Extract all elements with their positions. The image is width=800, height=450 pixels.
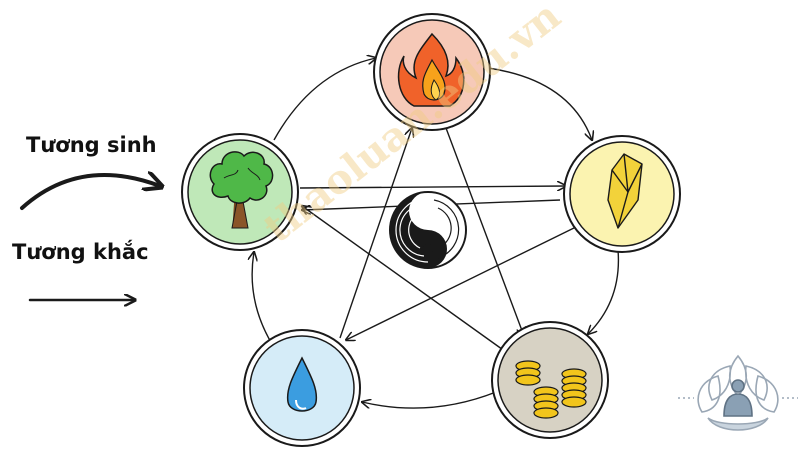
arc-earth-to-water bbox=[362, 391, 497, 408]
buddha-lotus-logo-icon bbox=[678, 354, 798, 431]
arc-metal-to-earth bbox=[588, 249, 620, 334]
generating-legend-arrow bbox=[20, 175, 160, 210]
line-earth-to-wood bbox=[302, 206, 507, 353]
line-fire-to-earth bbox=[445, 127, 524, 336]
coins-icon bbox=[515, 360, 587, 419]
wood-node bbox=[181, 133, 299, 251]
yin-yang-icon bbox=[389, 191, 467, 269]
line-metal-to-water bbox=[346, 225, 579, 340]
arc-wood-to-fire bbox=[273, 58, 376, 141]
arc-water-to-wood bbox=[252, 252, 273, 345]
line-water-to-fire bbox=[339, 128, 412, 339]
earth-node bbox=[491, 321, 609, 439]
fire-node bbox=[373, 13, 491, 131]
arc-fire-to-metal bbox=[487, 67, 592, 140]
water-drop-icon bbox=[286, 356, 318, 412]
line-wood-to-earth-start bbox=[299, 186, 566, 188]
metal-node bbox=[563, 135, 681, 253]
generating-legend-label: Tương sinh bbox=[26, 133, 157, 157]
generating-cycle bbox=[252, 58, 620, 408]
tree-icon bbox=[209, 151, 274, 229]
crystal-icon bbox=[607, 153, 643, 229]
overcoming-legend-label: Tương khắc bbox=[12, 240, 149, 264]
flame-icon bbox=[397, 32, 465, 107]
water-node bbox=[243, 329, 361, 447]
